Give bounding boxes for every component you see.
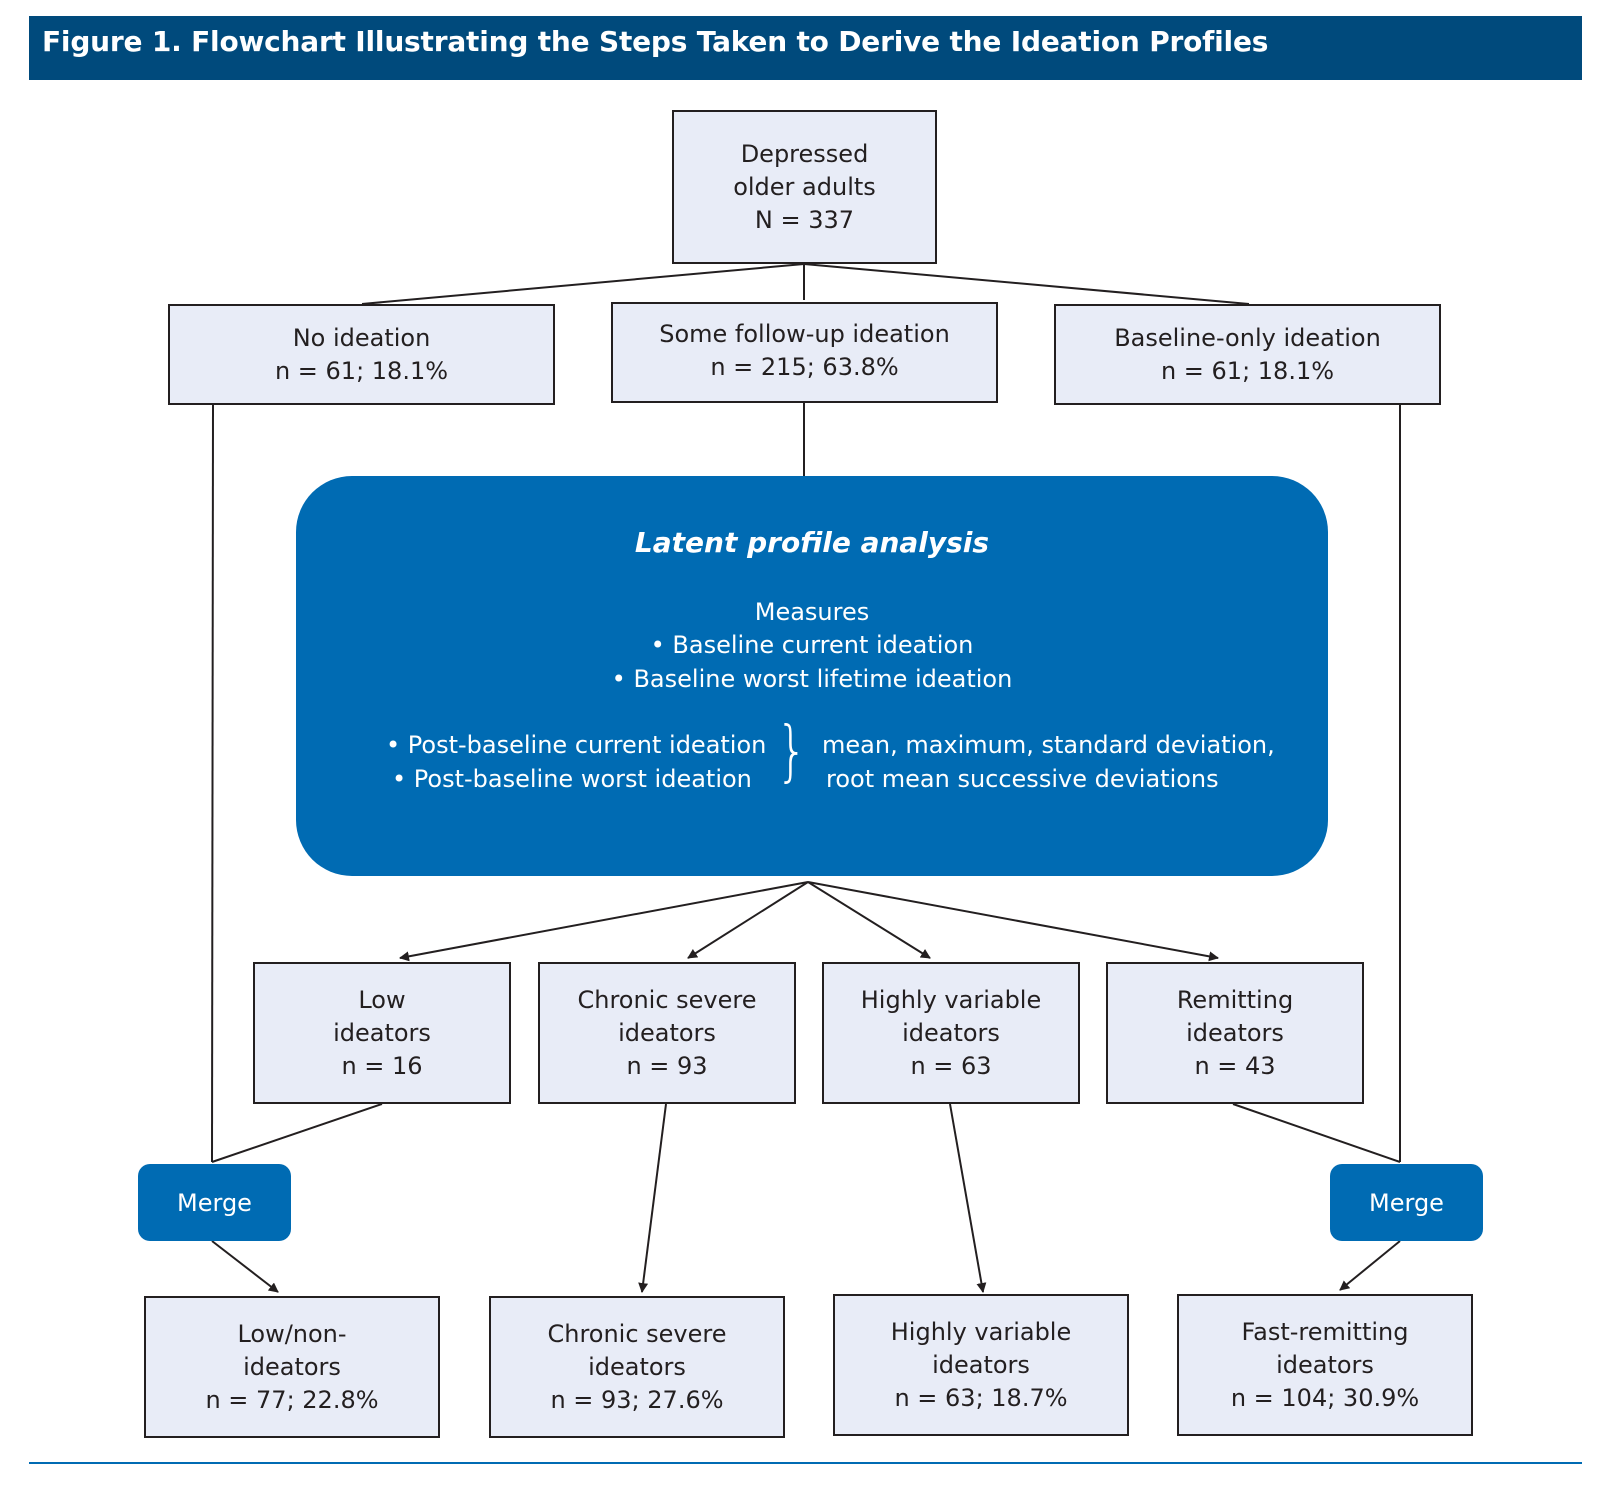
follow-up-ideation-box: Some follow-up ideation n = 215; 63.8%: [611, 302, 998, 403]
chronic-severe-count: n = 93: [626, 1051, 708, 1080]
final-chronic-severe-line2: ideators: [588, 1352, 686, 1381]
connector-low-merge: [211, 1103, 383, 1163]
baseline-only-ideation-label: Baseline-only ideation: [1114, 323, 1381, 352]
connector-no-ideation-merge: [211, 404, 214, 1163]
final-chronic-severe-box: Chronic severe ideators n = 93; 27.6%: [489, 1296, 785, 1438]
low-non-ideators-line1: Low/non-: [237, 1319, 347, 1348]
remitting-line2: ideators: [1186, 1018, 1284, 1047]
baseline-only-ideation-count: n = 61; 18.1%: [1160, 356, 1335, 385]
measures-heading: Measures: [754, 598, 870, 626]
figure-title: Figure 1. Flowchart Illustrating the Ste…: [42, 25, 1269, 58]
root-line3: N = 337: [754, 205, 855, 234]
measure-post-baseline-current: • Post-baseline current ideation: [386, 731, 767, 759]
fast-remitting-line2: ideators: [1276, 1350, 1374, 1379]
low-ideators-box: Low ideators n = 16: [253, 962, 511, 1104]
arrow-lpa-low: [399, 881, 809, 962]
fast-remitting-ideators-box: Fast-remitting ideators n = 104; 30.9%: [1177, 1294, 1473, 1436]
fast-remitting-count: n = 104; 30.9%: [1230, 1383, 1420, 1412]
latent-profile-analysis-panel: Latent profile analysis Measures • Basel…: [296, 476, 1328, 876]
connector-root-no-ideation: [361, 263, 805, 305]
chronic-severe-ideators-box: Chronic severe ideators n = 93: [538, 962, 796, 1104]
merge-left: Merge: [138, 1164, 291, 1241]
measure-baseline-current: • Baseline current ideation: [650, 631, 974, 659]
baseline-only-ideation-box: Baseline-only ideation n = 61; 18.1%: [1054, 304, 1441, 405]
merge-right: Merge: [1330, 1164, 1483, 1241]
final-chronic-severe-line1: Chronic severe: [547, 1319, 727, 1348]
low-non-ideators-box: Low/non- ideators n = 77; 22.8%: [144, 1296, 440, 1438]
root-line2: older adults: [733, 172, 876, 201]
measure-post-baseline-worst: • Post-baseline worst ideation: [392, 765, 752, 793]
arrow-lpa-chronic: [687, 881, 809, 959]
follow-up-ideation-count: n = 215; 63.8%: [710, 353, 899, 381]
connector-remitting-merge: [1232, 1103, 1401, 1163]
measure-baseline-worst-lifetime: • Baseline worst lifetime ideation: [611, 665, 1013, 693]
final-highly-variable-count: n = 63; 18.7%: [894, 1383, 1068, 1412]
bottom-divider: [29, 1462, 1582, 1464]
arrow-merge-low-non: [211, 1240, 279, 1293]
low-non-ideators-count: n = 77; 22.8%: [205, 1385, 379, 1414]
final-chronic-severe-count: n = 93; 27.6%: [550, 1385, 724, 1414]
no-ideation-label: No ideation: [292, 323, 431, 352]
grouping-brace: }: [776, 712, 808, 789]
low-ideators-line2: ideators: [333, 1018, 431, 1047]
low-ideators-line1: Low: [358, 985, 406, 1014]
figure-header: Figure 1. Flowchart Illustrating the Ste…: [29, 16, 1582, 80]
arrow-merge-fast-remitting: [1339, 1240, 1401, 1291]
follow-up-ideation-label: Some follow-up ideation: [659, 320, 950, 348]
final-highly-variable-line1: Highly variable: [890, 1317, 1072, 1346]
connector-root-baseline-only: [803, 263, 1250, 305]
remitting-ideators-box: Remitting ideators n = 43: [1106, 962, 1364, 1104]
root-line1: Depressed: [740, 139, 869, 168]
remitting-count: n = 43: [1194, 1051, 1276, 1080]
chronic-severe-line1: Chronic severe: [577, 985, 757, 1014]
root-box: Depressed older adults N = 337: [672, 110, 937, 264]
final-highly-variable-line2: ideators: [932, 1350, 1030, 1379]
summary-stats-line2: root mean successive deviations: [826, 765, 1219, 793]
low-ideators-count: n = 16: [341, 1051, 423, 1080]
arrow-lpa-remitting: [807, 881, 1219, 962]
fast-remitting-line1: Fast-remitting: [1241, 1317, 1409, 1346]
arrow-variable-final: [949, 1103, 987, 1293]
no-ideation-count: n = 61; 18.1%: [274, 356, 449, 385]
arrow-chronic-final: [638, 1103, 667, 1293]
low-non-ideators-line2: ideators: [243, 1352, 341, 1381]
chronic-severe-line2: ideators: [618, 1018, 716, 1047]
remitting-line1: Remitting: [1176, 985, 1294, 1014]
lpa-title: Latent profile analysis: [634, 526, 990, 559]
highly-variable-line2: ideators: [902, 1018, 1000, 1047]
final-highly-variable-box: Highly variable ideators n = 63; 18.7%: [833, 1294, 1129, 1436]
no-ideation-box: No ideation n = 61; 18.1%: [168, 304, 555, 405]
arrow-lpa-variable: [807, 881, 931, 959]
summary-stats-line1: mean, maximum, standard deviation,: [822, 731, 1275, 759]
highly-variable-ideators-box: Highly variable ideators n = 63: [822, 962, 1080, 1104]
highly-variable-count: n = 63: [910, 1051, 992, 1080]
highly-variable-line1: Highly variable: [860, 985, 1042, 1014]
